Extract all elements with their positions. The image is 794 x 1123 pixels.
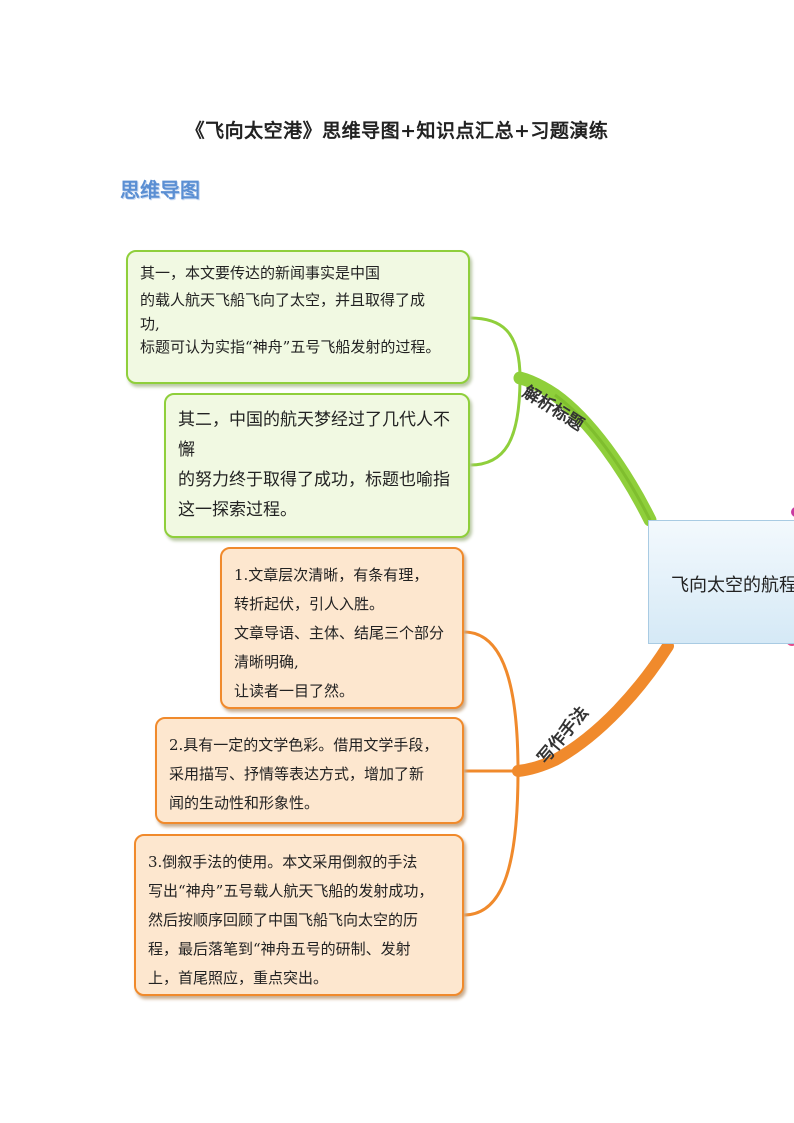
orange-link-3	[463, 770, 520, 917]
technique-box-3: 3.倒叙手法的使用。本文采用倒叙的手法 写出“神舟”五号载人航天飞船的发射成功，…	[134, 834, 464, 996]
orange-link-1	[463, 630, 520, 772]
analysis-box-1: 其一，本文要传达的新闻事实是中国 的载人航天飞船飞向了太空，并且取得了成 功, …	[126, 250, 470, 384]
center-node: 飞向太空的航程	[648, 520, 794, 644]
green-link-1	[469, 316, 522, 379]
section-heading: 思维导图	[120, 178, 200, 202]
document-title: 《飞向太空港》思维导图+知识点汇总+习题演练	[185, 120, 609, 142]
technique-box-1: 1.文章层次清晰，有条有理， 转折起伏，引人入胜。 文章导语、主体、结尾三个部分…	[220, 547, 464, 709]
orange-trunk	[512, 640, 674, 777]
green-trunk-edge	[554, 393, 652, 521]
technique-box-2: 2.具有一定的文学色彩。借用文学手段， 采用描写、抒情等表达方式，增加了新 闻的…	[155, 717, 464, 824]
analysis-box-2: 其二，中国的航天梦经过了几代人不 懈 的努力终于取得了成功，标题也喻指 这一探索…	[164, 393, 470, 538]
center-node-label: 飞向太空的航程	[671, 575, 794, 596]
green-link-2	[469, 377, 522, 467]
bubble-icon	[791, 507, 794, 517]
